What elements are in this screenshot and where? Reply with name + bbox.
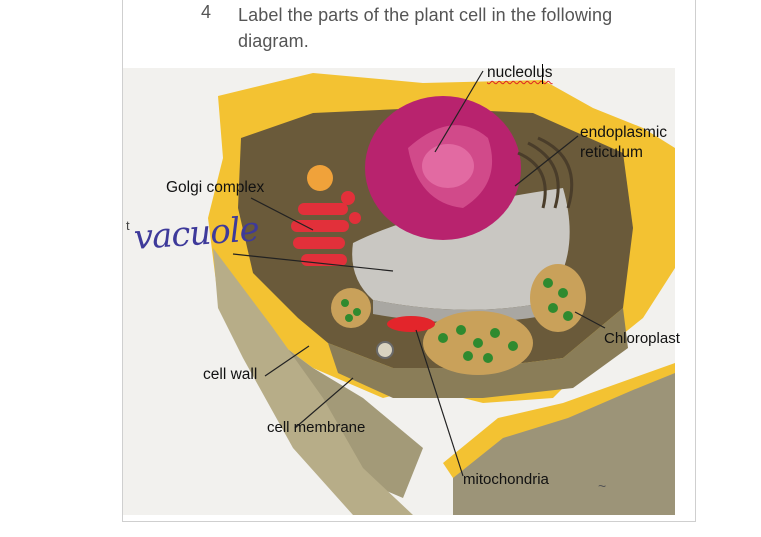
nucleolus (422, 144, 474, 188)
label-nucleolus: nucleolus (487, 64, 553, 81)
question-text: Label the parts of the plant cell in the… (238, 5, 613, 51)
chloroplast (530, 264, 586, 332)
label-mitochondria: mitochondria (463, 471, 549, 488)
label-endoplasmic: endoplasmic (580, 124, 668, 141)
question-number: 4 (201, 2, 212, 22)
cell-wall-bottom-rim (443, 363, 675, 478)
label-cell-wall: cell wall (203, 366, 258, 383)
cell-wall-bottom-left (213, 248, 413, 515)
vesicle (307, 165, 333, 191)
vacuole (352, 188, 570, 310)
label-leader-lines (232, 70, 606, 477)
golgi-complex (291, 191, 361, 266)
label-cell-membrane: cell membrane (267, 419, 366, 436)
cell-wall-left-face (208, 218, 423, 498)
organelle-small (376, 341, 394, 359)
chloroplast-grana (341, 278, 573, 363)
mitochondrion (387, 316, 435, 332)
label-golgi-complex: Golgi complex (166, 179, 265, 196)
label-reticulum: reticulum (580, 144, 643, 161)
cytoplasm-floor (328, 308, 628, 398)
chloroplast (331, 288, 371, 328)
stray-mark: t (126, 218, 130, 233)
endoplasmic-reticulum (517, 136, 574, 209)
stray-tilde: ~ (598, 478, 607, 494)
label-chloroplast: Chloroplast (604, 330, 680, 347)
plant-cell-diagram (123, 68, 675, 515)
cell-wall-bottom-right (453, 368, 675, 515)
text-cursor (542, 64, 543, 84)
